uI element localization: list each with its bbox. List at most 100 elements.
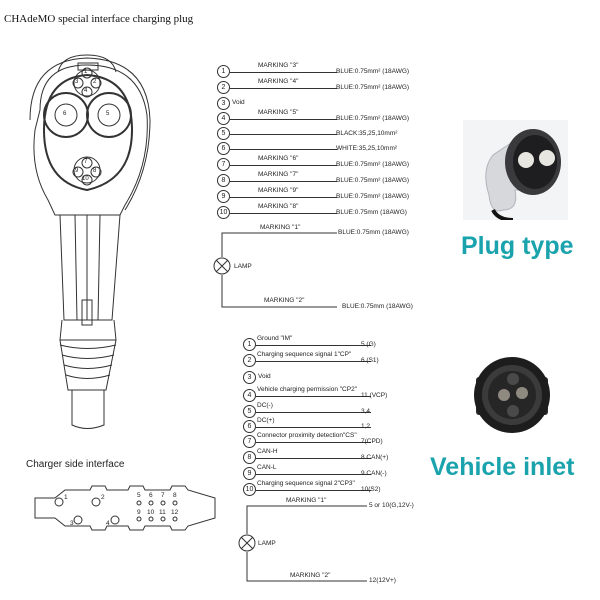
plug-photo <box>463 120 568 220</box>
inlet-lamp-right-bottom: 12(12V+) <box>369 577 396 584</box>
wire-marking: DC(-) <box>257 402 273 409</box>
wire-line <box>230 149 337 150</box>
inlet-lamp-label: LAMP <box>258 540 276 547</box>
charger-pin-label: 8 <box>173 492 177 499</box>
plug-pin-label: 5 <box>106 111 110 117</box>
wire-marking: MARKING "5" <box>258 109 299 116</box>
wire-marking: CAN-L <box>257 464 277 471</box>
pin-number-circle: 2 <box>243 354 256 367</box>
pin-number-circle: 9 <box>217 190 230 203</box>
wire-destination: 3,4 <box>361 408 371 415</box>
page-title: CHAdeMO special interface charging plug <box>4 13 194 25</box>
wire-line <box>256 442 371 443</box>
pin-number-circle: 1 <box>217 65 230 78</box>
charger-pin-label: 12 <box>171 509 179 516</box>
wire-marking: MARKING "8" <box>258 203 299 210</box>
vehicle-inlet-photo <box>474 357 550 433</box>
charger-pin-label: 10 <box>147 509 155 516</box>
wire-marking: Ground "IM" <box>257 335 293 342</box>
plug-pin-label: 8 <box>93 168 97 174</box>
wire-line <box>230 165 337 166</box>
pin-number-circle: 3 <box>217 97 230 110</box>
wire-marking: MARKING "7" <box>258 171 299 178</box>
pin-number-circle: 10 <box>243 483 256 496</box>
vehicle-inlet-caption: Vehicle inlet <box>430 453 575 481</box>
wire-destination: 11 (VCP) <box>361 392 388 399</box>
inlet-lamp-marking-bottom: MARKING "2" <box>290 572 331 579</box>
pin-number-circle: 10 <box>217 206 230 219</box>
wire-line <box>256 396 371 397</box>
pin-number-circle: 8 <box>217 174 230 187</box>
wire-marking: DC(+) <box>257 417 275 424</box>
wire-line <box>230 72 337 73</box>
plug-pin-label: 2 <box>93 79 97 85</box>
wire-line <box>230 88 337 89</box>
wire-destination: WHITE:35,25,10mm² <box>336 145 398 152</box>
wire-destination: 6 (S1) <box>361 357 379 364</box>
inlet-lamp-right-top: 5 or 10(G,12V-) <box>369 502 414 509</box>
plug-type-caption: Plug type <box>461 232 574 260</box>
wire-line <box>230 134 337 135</box>
wire-destination: 7(CPD) <box>361 438 383 445</box>
plug-pin-label: 1 <box>84 69 88 75</box>
pin-number-circle: 7 <box>243 435 256 448</box>
charger-pin-label: 6 <box>149 492 153 499</box>
wire-destination: 10(S2) <box>361 486 381 493</box>
lamp-label: LAMP <box>234 263 252 270</box>
pin-number-circle: 4 <box>217 112 230 125</box>
charger-side-heading: Charger side interface <box>26 459 125 470</box>
plug-pin-label: 3 <box>75 79 79 85</box>
wire-line <box>256 474 371 475</box>
wire-destination: BLACK:35,25,10mm² <box>336 130 398 137</box>
pin-number-circle: 7 <box>217 158 230 171</box>
wire-destination: 9 CAN(-) <box>361 470 387 477</box>
void-label: Void <box>258 373 271 380</box>
wire-destination: BLUE:0.75mm² (18AWG) <box>336 193 410 200</box>
pin-number-circle: 6 <box>243 420 256 433</box>
wire-destination: 1,2 <box>361 423 371 430</box>
wire-line <box>256 490 371 491</box>
wire-line <box>256 458 371 459</box>
plug-lamp-circuit <box>213 232 337 308</box>
wire-marking: MARKING "3" <box>258 62 299 69</box>
pin-number-circle: 5 <box>243 405 256 418</box>
wire-marking: MARKING "4" <box>258 78 299 85</box>
wire-destination: BLUE:0.75mm² (18AWG) <box>336 84 410 91</box>
pin-number-circle: 8 <box>243 451 256 464</box>
wire-line <box>230 197 337 198</box>
wire-destination: BLUE:0.75mm² (18AWG) <box>336 177 410 184</box>
wire-line <box>230 119 337 120</box>
lamp-right-top: BLUE:0.75mm (18AWG) <box>338 229 409 236</box>
wire-destination: BLUE:0.75mm² (18AWG) <box>336 68 410 75</box>
wire-marking: Connector proximity detection"CS" <box>257 432 357 439</box>
wire-marking: MARKING "6" <box>258 155 299 162</box>
lamp-marking-top: MARKING "1" <box>260 224 301 231</box>
wire-line <box>256 427 371 428</box>
pin-number-circle: 4 <box>243 389 256 402</box>
pin-number-circle: 5 <box>217 127 230 140</box>
charger-pin-label: 2 <box>101 494 105 501</box>
lamp-right-bottom: BLUE:0.75mm (18AWG) <box>342 303 413 310</box>
charger-pin-label: 3 <box>70 520 74 527</box>
wire-marking: Charging sequence signal 2"CP3" <box>257 480 355 487</box>
pin-number-circle: 2 <box>217 81 230 94</box>
lamp-marking-bottom: MARKING "2" <box>264 297 305 304</box>
plug-pin-label: 7 <box>84 159 88 165</box>
charger-pin-label: 1 <box>64 494 68 501</box>
charger-pin-label: 9 <box>137 509 141 516</box>
void-label: Void <box>232 99 245 106</box>
pin-number-circle: 9 <box>243 467 256 480</box>
wire-marking: Charging sequence signal 1"CP" <box>257 351 352 358</box>
charger-pin-label: 4 <box>106 520 110 527</box>
wire-marking: CAN-H <box>257 448 278 455</box>
wire-destination: BLUE:0.75mm² (18AWG) <box>336 161 410 168</box>
wire-line <box>230 213 337 214</box>
pin-number-circle: 6 <box>217 142 230 155</box>
wire-destination: BLUE:0.75mm (18AWG) <box>336 209 407 216</box>
wire-marking: Vehicle charging permission "CP2" <box>257 386 357 393</box>
plug-drawing <box>29 54 151 429</box>
wire-line <box>256 361 371 362</box>
inlet-lamp-circuit <box>238 505 367 582</box>
charger-pin-label: 11 <box>159 509 166 516</box>
wire-destination: BLUE:0.75mm² (18AWG) <box>336 115 410 122</box>
